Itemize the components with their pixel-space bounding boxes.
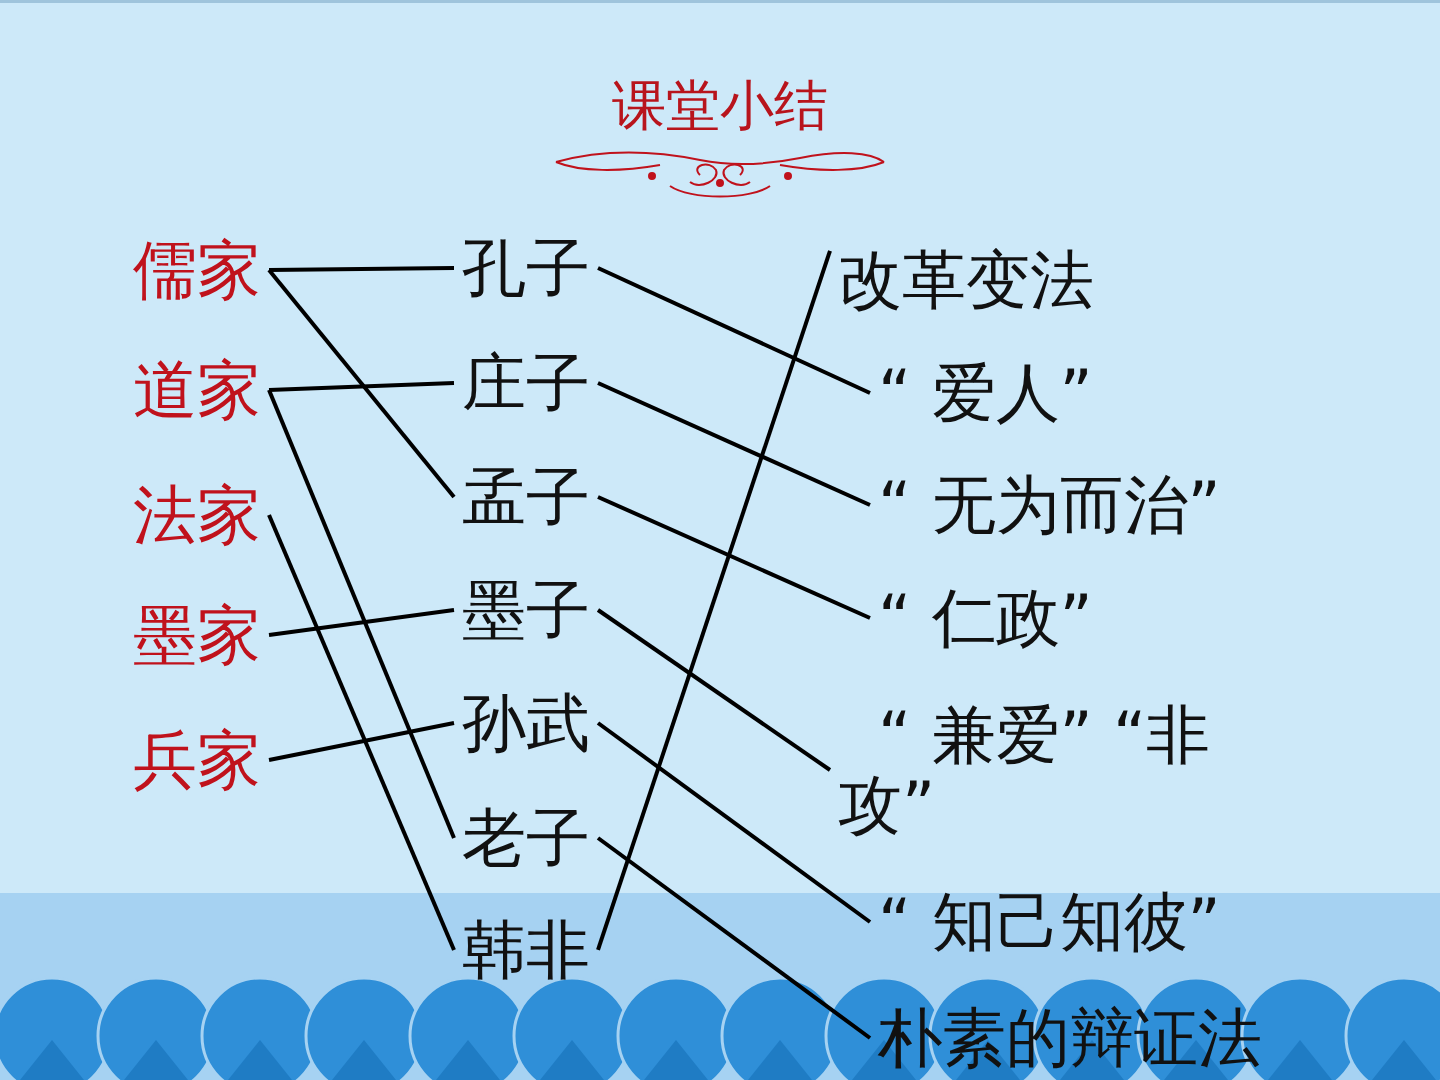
node-text: “ 无为而治” xyxy=(878,470,1221,540)
idea-label: “ 仁政” xyxy=(878,583,1093,653)
wave-shadow xyxy=(1372,1040,1436,1080)
node-text: “ 爱人” xyxy=(878,358,1093,428)
node-text: 朴素的辩证法 xyxy=(878,1003,1262,1073)
wave-scallop xyxy=(722,978,838,1080)
node-text: 法家 xyxy=(133,480,261,550)
school-label: 儒家 xyxy=(133,235,261,305)
wave-shadow xyxy=(748,1040,812,1080)
node-text: 老子 xyxy=(462,803,590,873)
slide-title: 课堂小结 xyxy=(0,76,1440,135)
wave-shadow xyxy=(644,1040,708,1080)
matching-line xyxy=(598,497,870,618)
matching-line xyxy=(269,515,454,950)
idea-label: “ 兼爱” “非攻” xyxy=(838,700,1298,841)
wave-shadow xyxy=(124,1040,188,1080)
matching-line xyxy=(598,838,870,1038)
node-text: 墨子 xyxy=(462,575,590,645)
matching-line xyxy=(269,383,454,390)
wave-scallop xyxy=(410,978,526,1080)
node-text: 韩非 xyxy=(462,915,590,985)
node-text: 庄子 xyxy=(462,348,590,418)
node-text: 儒家 xyxy=(133,235,261,305)
thinker-label: 庄子 xyxy=(462,348,590,418)
top-rule xyxy=(0,0,1440,3)
school-label: 道家 xyxy=(133,355,261,425)
node-text: 墨家 xyxy=(133,600,261,670)
idea-label: 改革变法 xyxy=(838,245,1094,315)
wave-scallop xyxy=(514,978,630,1080)
wave-shadow xyxy=(332,1040,396,1080)
node-text: “ 兼爱” “非攻” xyxy=(838,700,1298,841)
matching-line xyxy=(598,383,870,505)
matching-line xyxy=(269,268,454,270)
wave-shadow xyxy=(540,1040,604,1080)
thinker-label: 孔子 xyxy=(462,233,590,303)
idea-label: 朴素的辩证法 xyxy=(878,1003,1262,1073)
thinker-label: 韩非 xyxy=(462,915,590,985)
wave-shadow xyxy=(1268,1040,1332,1080)
thinker-label: 孟子 xyxy=(462,462,590,532)
school-label: 法家 xyxy=(133,480,261,550)
wave-shadow xyxy=(228,1040,292,1080)
wave-scallop xyxy=(202,978,318,1080)
matching-line xyxy=(598,268,870,393)
matching-line xyxy=(598,251,830,950)
node-text: 孟子 xyxy=(462,462,590,532)
matching-line xyxy=(269,610,454,635)
wave-scallops xyxy=(0,978,1440,1080)
wave-scallop xyxy=(1346,978,1440,1080)
thinker-label: 墨子 xyxy=(462,575,590,645)
title-ornament xyxy=(556,153,884,197)
node-text: 孔子 xyxy=(462,233,590,303)
node-text: 改革变法 xyxy=(838,245,1094,315)
wave-scallop xyxy=(98,978,214,1080)
matching-line xyxy=(269,723,454,760)
wave-shadow xyxy=(436,1040,500,1080)
matching-line xyxy=(269,390,454,838)
school-label: 墨家 xyxy=(133,600,261,670)
node-text: 孙武 xyxy=(462,688,590,758)
thinker-label: 孙武 xyxy=(462,688,590,758)
wave-shadow xyxy=(20,1040,84,1080)
idea-label: “ 无为而治” xyxy=(878,470,1221,540)
school-label: 兵家 xyxy=(133,725,261,795)
idea-label: “ 知己知彼” xyxy=(878,887,1221,957)
wave-scallop xyxy=(618,978,734,1080)
wave-scallop xyxy=(306,978,422,1080)
node-text: 道家 xyxy=(133,355,261,425)
thinker-label: 老子 xyxy=(462,803,590,873)
node-text: 兵家 xyxy=(133,725,261,795)
wave-scallop xyxy=(0,978,110,1080)
matching-line xyxy=(269,270,454,497)
idea-label: “ 爱人” xyxy=(878,358,1093,428)
node-text: “ 仁政” xyxy=(878,583,1093,653)
node-text: “ 知己知彼” xyxy=(878,887,1221,957)
